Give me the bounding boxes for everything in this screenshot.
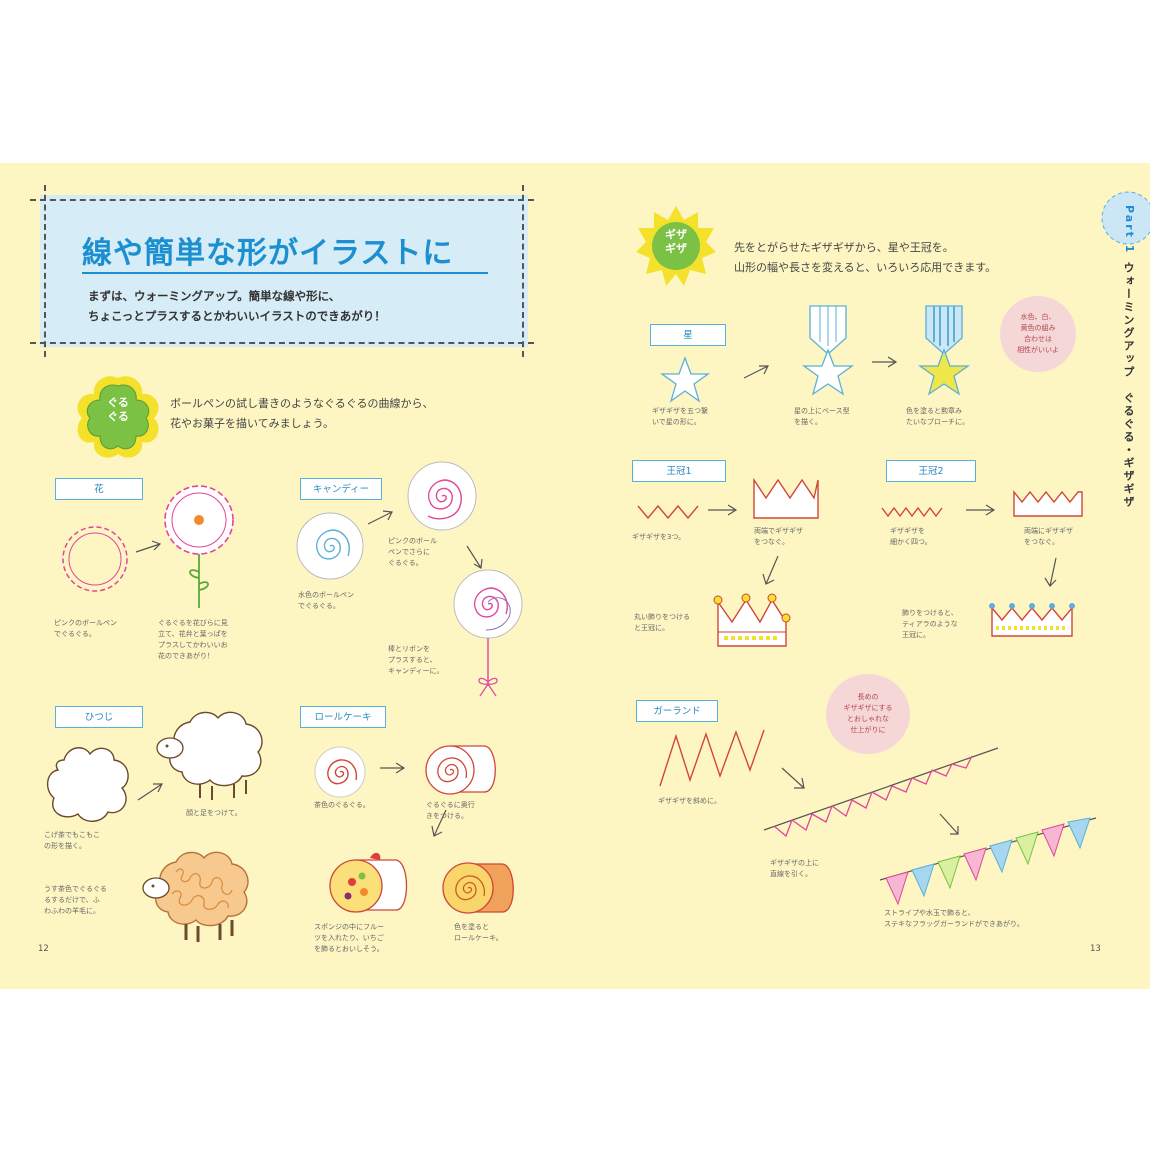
star-outline-icon xyxy=(659,356,711,403)
arrow-right-icon xyxy=(367,510,393,525)
dashed-border-top xyxy=(30,199,534,201)
title-underline xyxy=(82,272,488,274)
sheep-caption-1: こげ茶でもこもこ の形を描く。 xyxy=(44,831,100,850)
arrow-right-icon xyxy=(380,762,406,774)
part-label: Part 1 xyxy=(1123,205,1136,255)
lollipop-drawing-icon xyxy=(453,569,523,697)
star-tip-bubble: 水色、白、 黄色の組み 合わせは 相性がいいよ xyxy=(1000,296,1076,372)
garland-tip-bubble: 長めの ギザギザにする とおしゃれな 仕上がりに xyxy=(826,674,910,754)
tiara-outline-icon xyxy=(1013,490,1083,517)
rollcake-caption-1: 茶色のぐるぐる。 xyxy=(314,801,370,809)
label-crown1: 王冠1 xyxy=(632,460,726,482)
label-rollcake: ロールケーキ xyxy=(300,706,386,728)
crown2-caption-2: 両端にギザギザ をつなぐ。 xyxy=(1024,527,1073,546)
candy-caption-3: 棒とリボンを プラスすると、 キャンディーに。 xyxy=(388,645,444,675)
crown1-caption-3: 丸い飾りをつける と王冠に。 xyxy=(634,613,690,632)
page-title: 線や簡単な形がイラストに xyxy=(82,236,454,271)
candy-swirl-pink-icon xyxy=(407,461,477,531)
rollcake-caption-2: ぐるぐるに奥行 きをつける。 xyxy=(426,801,475,820)
flower-caption-1: ピンクのボールペン でぐるぐる。 xyxy=(54,619,117,638)
rollcake-fruit-icon xyxy=(329,852,408,913)
label-candy: キャンディー xyxy=(300,478,382,500)
garland-outline-icon xyxy=(763,747,999,838)
page-number-left: 12 xyxy=(38,944,49,954)
crown-outline-icon xyxy=(753,477,819,519)
arrow-right-icon xyxy=(708,504,738,516)
gizagiza-badge-label: ギザ ギザ xyxy=(665,228,687,255)
guruguru-badge-icon xyxy=(77,376,159,458)
arrow-right-icon xyxy=(966,504,996,516)
gizagiza-badge-icon xyxy=(636,206,716,286)
dashed-border-bottom xyxy=(30,342,534,344)
rollcake-caption-4: 色を塗ると ロールケーキ。 xyxy=(454,923,503,942)
candy-caption-2: ピンクのボール ペンでさらに ぐるぐる。 xyxy=(388,537,437,567)
flower-caption-2: ぐるぐるを花びらに見 立て、花弁と葉っぱを プラスしてかわいいお 花のできあがり… xyxy=(158,619,228,660)
page-number-right: 13 xyxy=(1090,944,1101,954)
brown-swirl-icon xyxy=(314,746,366,798)
garland-caption-3: ストライプや水玉で飾ると、 ステキなフラッグガーランドができあがり。 xyxy=(884,909,1024,928)
label-flower: 花 xyxy=(55,478,143,500)
star-caption-2: 星の上にベース型 を描く。 xyxy=(794,407,850,426)
crown1-caption-1: ギザギザを3つ。 xyxy=(632,533,686,541)
arrow-down-icon xyxy=(466,545,483,569)
zigzag-3-icon xyxy=(637,504,699,520)
rollcake-outline-icon xyxy=(425,745,496,795)
gizagiza-intro-1: 先をとがらせたギザギザから、星や王冠を。 xyxy=(734,241,954,254)
candy-caption-1: 水色のボールペン でぐるぐる。 xyxy=(298,591,354,610)
title-box xyxy=(40,195,528,347)
crown2-caption-3: 飾りをつけると、 ティアラのような 王冠に。 xyxy=(902,609,958,639)
guruguru-intro-2: 花やお菓子を描いてみましょう。 xyxy=(170,417,335,430)
lead-line-2: ちょこっとプラスするとかわいいイラストのできあがり！ xyxy=(88,309,386,323)
label-crown2: 王冠2 xyxy=(886,460,976,482)
guruguru-badge-label: ぐる ぐる xyxy=(107,396,129,423)
crown-decorated-icon xyxy=(713,593,791,647)
arrow-right-icon xyxy=(781,767,805,789)
lead-line-1: まずは、ウォーミングアップ。簡単な線や形に、 xyxy=(88,289,341,303)
tiara-decorated-icon xyxy=(989,603,1075,637)
garland-caption-2: ギザギザの上に 直線を引く。 xyxy=(770,859,819,878)
label-garland: ガーランド xyxy=(636,700,718,722)
medal-outline-icon xyxy=(801,305,855,396)
chapter-side-title: ウォーミングアップ ぐるぐる・ギザギザ xyxy=(1122,262,1135,509)
gizagiza-intro-2: 山形の幅や長さを変えると、いろいろ応用できます。 xyxy=(734,261,997,274)
flower-drawing-icon xyxy=(164,485,234,608)
star-caption-1: ギザギザを五つ繋 いで星の形に。 xyxy=(652,407,708,426)
zigzag-4-icon xyxy=(881,506,943,518)
arrow-right-icon xyxy=(135,540,162,553)
star-caption-3: 色を塗ると勲章み たいなブローチに。 xyxy=(906,407,969,426)
arrow-right-icon xyxy=(743,365,769,379)
sheep-caption-3: うす茶色でぐるぐる るするだけで、ふ わふわの羊毛に。 xyxy=(44,885,107,915)
garland-caption-1: ギザギザを斜めに。 xyxy=(658,797,721,805)
scribble-flower-icon xyxy=(62,526,128,592)
arrow-down-icon xyxy=(762,555,779,585)
crown1-caption-2: 両端でギザギザ をつなぐ。 xyxy=(754,527,803,546)
arrow-right-icon xyxy=(137,783,163,801)
arrow-right-icon xyxy=(872,356,898,368)
guruguru-intro-1: ボールペンの試し書きのようなぐるぐるの曲線から、 xyxy=(170,397,434,410)
cloud-outline-icon xyxy=(47,747,129,822)
label-star: 星 xyxy=(650,324,726,346)
arrow-down-icon xyxy=(431,809,447,837)
dashed-border-left xyxy=(44,185,46,357)
sheep-colored-icon xyxy=(142,851,249,942)
garland-colored-icon xyxy=(879,817,1097,906)
sheep-caption-2: 顔と足をつけて。 xyxy=(186,809,242,817)
arrow-down-icon xyxy=(939,813,959,835)
label-sheep: ひつじ xyxy=(55,706,143,728)
arrow-down-icon xyxy=(1044,557,1057,587)
dashed-border-right xyxy=(522,185,524,357)
rollcake-colored-icon xyxy=(442,862,514,914)
rollcake-caption-3: スポンジの中にフルー ツを入れたり、いちご を飾るとおいしそう。 xyxy=(314,923,384,953)
crown2-caption-1: ギザギザを 細かく四つ。 xyxy=(890,527,932,546)
medal-colored-icon xyxy=(917,305,971,396)
zigzag-slanted-icon xyxy=(659,729,765,787)
sheep-outline-icon xyxy=(156,711,263,800)
part-scribble-icon xyxy=(1101,191,1150,245)
candy-swirl-blue-icon xyxy=(296,512,364,580)
